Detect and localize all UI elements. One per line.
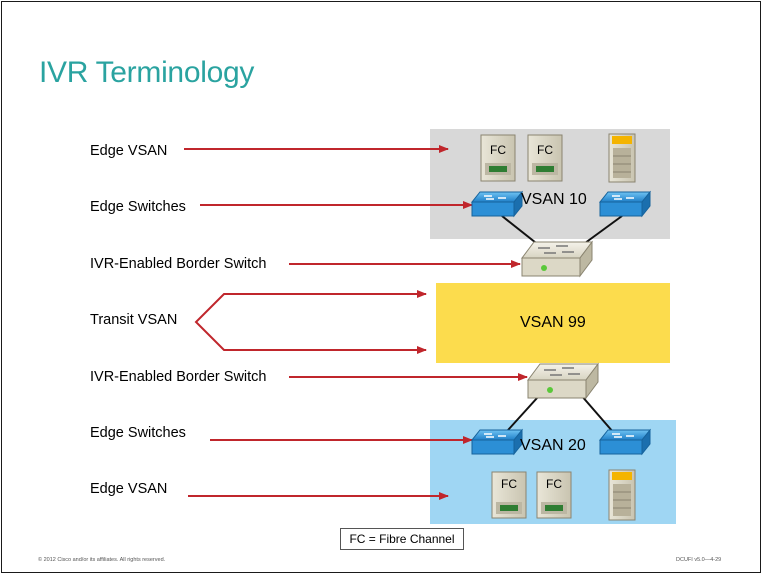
fc-server-icon <box>491 471 527 519</box>
vsan10-label: VSAN 10 <box>521 191 587 208</box>
fc-label: FC <box>501 477 517 491</box>
border-switch-icon <box>521 240 593 278</box>
footer-copyright: © 2012 Cisco and/or its affiliates. All … <box>38 557 166 563</box>
fc-server-icon <box>527 134 563 182</box>
vsan99-zone <box>436 283 670 363</box>
fc-server-icon <box>536 471 572 519</box>
label-border-switch-bottom: IVR-Enabled Border Switch <box>90 369 267 385</box>
edge-switch-icon <box>598 190 652 218</box>
border-switch-icon <box>527 362 599 400</box>
storage-array-icon <box>608 133 636 183</box>
label-edge-vsan-top: Edge VSAN <box>90 143 168 159</box>
edge-switch-icon <box>470 428 524 456</box>
edge-switch-icon <box>470 190 524 218</box>
footer-course-code: DCUFI v5.0—4-29 <box>676 557 722 563</box>
legend-box: FC = Fibre Channel <box>340 528 464 550</box>
label-edge-switches-top: Edge Switches <box>90 199 186 215</box>
edge-switch-icon <box>598 428 652 456</box>
slide-title: IVR Terminology <box>39 56 255 89</box>
fc-server-icon <box>480 134 516 182</box>
pointer-arrows <box>184 145 528 500</box>
label-transit-vsan: Transit VSAN <box>90 312 178 328</box>
vsan20-label: VSAN 20 <box>520 437 586 454</box>
label-border-switch-top: IVR-Enabled Border Switch <box>90 256 267 272</box>
bracket-transit-vsan <box>194 293 426 351</box>
fc-label: FC <box>546 477 562 491</box>
fc-label: FC <box>537 143 553 157</box>
storage-array-icon <box>608 469 636 521</box>
fc-label: FC <box>490 143 506 157</box>
label-edge-switches-bottom: Edge Switches <box>90 425 186 441</box>
vsan99-label: VSAN 99 <box>520 314 586 331</box>
label-edge-vsan-bottom: Edge VSAN <box>90 481 168 497</box>
